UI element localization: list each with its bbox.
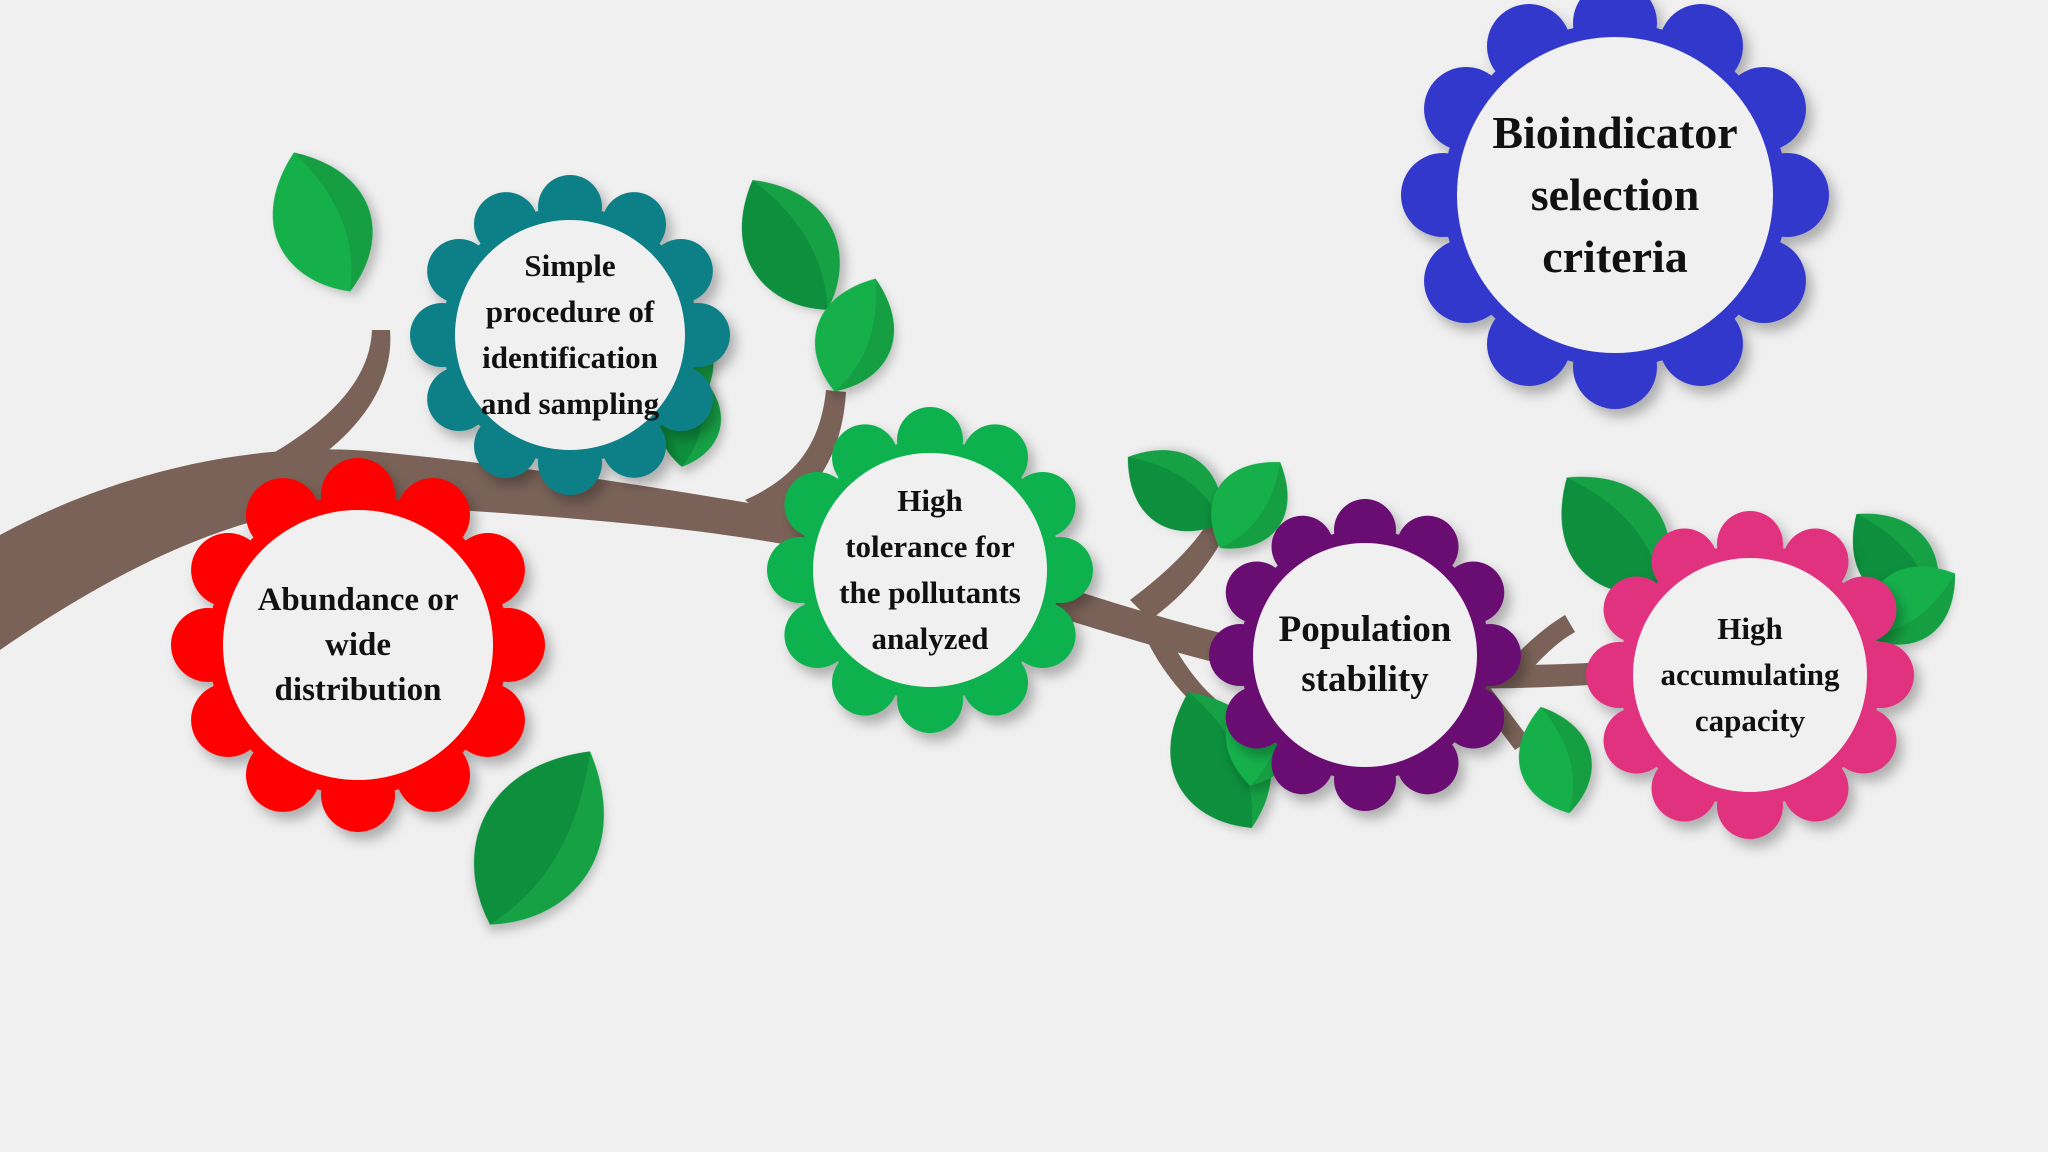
- flower-center: [223, 510, 493, 780]
- flower-center: [1633, 558, 1867, 792]
- criterion-abundance-flower: [171, 458, 545, 832]
- leaf: [474, 751, 604, 925]
- main-branch: [0, 449, 1640, 689]
- twig: [1130, 510, 1232, 620]
- criterion-high-accumulating-flower: [1586, 511, 1914, 839]
- criterion-population-stability-flower: [1209, 499, 1521, 811]
- leaf: [1561, 476, 1671, 595]
- twig: [270, 330, 391, 470]
- twig: [745, 390, 846, 520]
- leaf: [742, 180, 840, 310]
- twig: [1500, 615, 1575, 685]
- flower-center: [1457, 37, 1773, 353]
- title-flower: [1401, 0, 1829, 409]
- leaf: [1127, 450, 1223, 532]
- leaf: [815, 278, 894, 392]
- flower-center: [813, 453, 1047, 687]
- leaf: [1518, 706, 1592, 814]
- leaf: [1211, 461, 1288, 549]
- criterion-simple-procedure-flower: [410, 175, 730, 495]
- flower-center: [1253, 543, 1477, 767]
- flower-center: [455, 220, 685, 450]
- leaf: [272, 152, 373, 292]
- criterion-high-tolerance-flower: [767, 407, 1093, 733]
